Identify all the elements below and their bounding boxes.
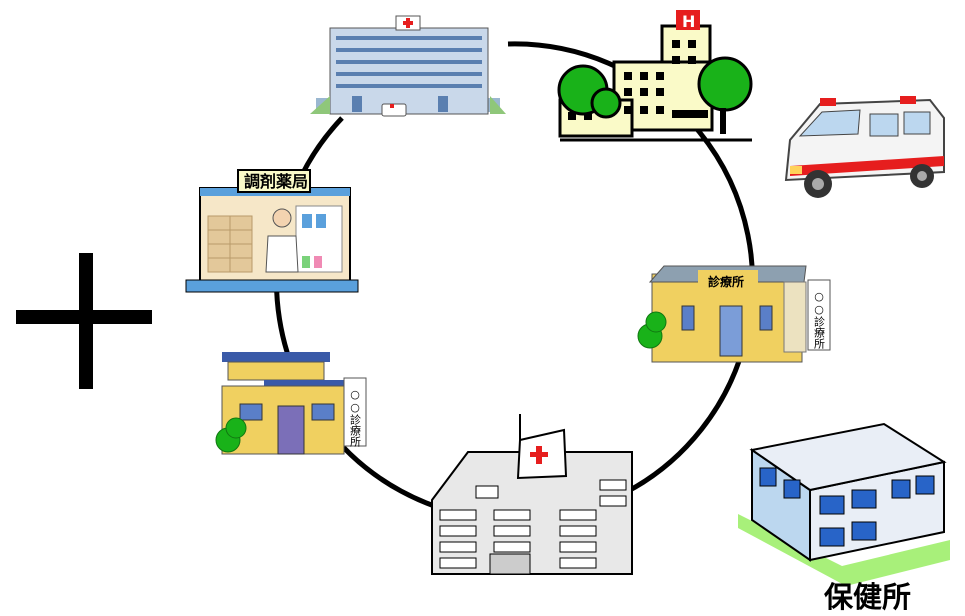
large-hospital-icon [310,15,506,117]
pharmacy-icon [185,169,359,293]
clinic-icon [637,265,831,363]
medical-complex-icon [431,414,633,575]
health-center-caption: 保健所 [824,580,912,614]
pharmacy-sign-text: 調剤薬局 [244,172,308,191]
ambulance-icon [784,96,945,198]
clinic-board-text-right: ○○診療所 [813,290,826,350]
clinic-board-text-left: ○○診療所 [349,388,362,448]
clinic-small-icon [215,352,367,455]
health-center-icon [738,422,950,586]
plus-sign-icon [16,253,152,389]
clinic-front-sign-text: 診療所 [708,274,744,289]
svg-text:H: H [682,12,695,31]
general-hospital-icon: H [557,10,753,142]
